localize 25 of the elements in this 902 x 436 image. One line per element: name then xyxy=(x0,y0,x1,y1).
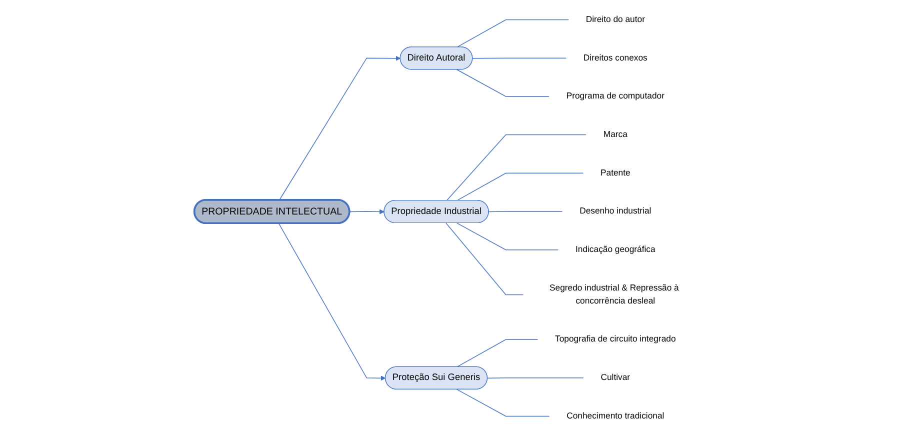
connector xyxy=(456,339,538,368)
connector xyxy=(446,134,586,201)
node-text: Cultivar xyxy=(600,372,630,382)
node-text: Conhecimento tradicional xyxy=(566,410,664,421)
node-text: Patente xyxy=(600,168,630,178)
node-text: Marca xyxy=(603,129,628,140)
connector xyxy=(472,58,566,59)
connector xyxy=(456,19,569,48)
arrow xyxy=(278,56,401,200)
connector xyxy=(446,222,524,296)
node-text: Indicação geográfica xyxy=(575,244,656,254)
node-text: Segredo industrial & Repressão à concorrência desleal xyxy=(550,282,679,306)
connector xyxy=(488,211,563,212)
connector xyxy=(487,378,584,379)
connector xyxy=(456,172,584,201)
connector xyxy=(456,69,550,97)
node-text: Direito do autor xyxy=(586,14,645,24)
arrow xyxy=(349,209,384,214)
connector xyxy=(456,389,550,417)
node-text: Programa de computador xyxy=(566,91,664,101)
connector xyxy=(456,222,559,250)
node-text: Desenho industrial xyxy=(580,206,652,216)
node-text: Topografia de circuito integrado xyxy=(555,334,676,344)
node-text: Direitos conexos xyxy=(583,52,648,63)
arrow xyxy=(278,223,386,381)
